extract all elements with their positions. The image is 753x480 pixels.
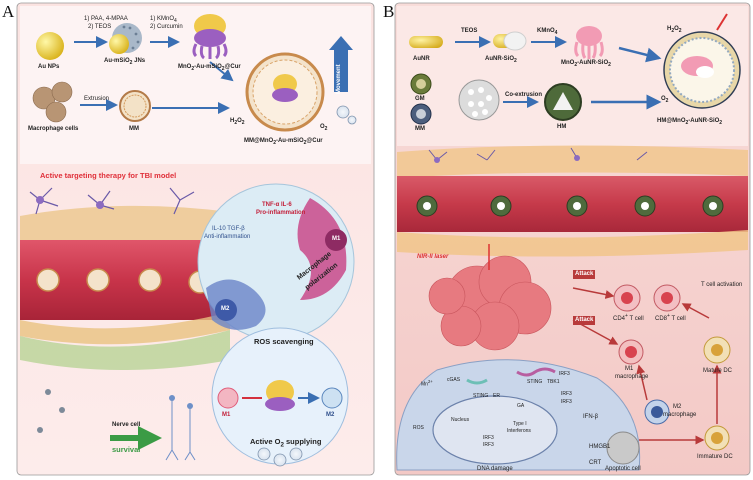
kmno4-label: KMnO4 <box>537 28 558 37</box>
ros-scavenging-label: ROS scavenging <box>254 337 314 346</box>
au-np-icon <box>36 32 64 60</box>
apoptotic-label: Apoptotic cell <box>605 466 641 472</box>
gm-label: GM <box>415 96 425 102</box>
il10-label: IL-10 TGF-β <box>212 226 245 232</box>
panel-b-label: B <box>383 2 395 21</box>
active-targeting-title: Active targeting therapy for TBI model <box>40 171 177 180</box>
aunr-sio2-label: AuNR-SiO2 <box>485 56 517 65</box>
mno2-au-msio2-cur-icon <box>192 14 228 60</box>
sting-label-2: STING <box>527 379 543 385</box>
tnf-label: TNF-α IL-6 <box>262 202 292 208</box>
mm-label-b: MM <box>415 126 425 132</box>
panel-a-illustration <box>16 2 375 476</box>
m2-macrophage-line1: M2 <box>673 404 682 410</box>
ifnb-label: IFN-β <box>583 414 599 420</box>
mno2-aunr-icon <box>574 26 604 59</box>
irf3-label-c: IRF3 <box>561 399 572 405</box>
cd4-label: CD4+ T cell <box>613 313 644 322</box>
movement-label: Movement <box>336 64 342 94</box>
m2-macrophage-line2: macrophage <box>663 412 697 418</box>
panel-b: B TEOS KMnO4 AuNR AuNR-SiO2 MnO2-AuNR-Si… <box>377 0 753 480</box>
type1-line2: Interferons <box>507 428 531 434</box>
irf3-label-e: IRF3 <box>483 442 494 448</box>
crt-label: CRT <box>589 460 602 466</box>
irf3-label-d: IRF3 <box>483 435 494 441</box>
m2-bottom-label: M2 <box>326 412 335 418</box>
irf3-label-a: IRF3 <box>559 371 570 377</box>
hm-final-label: HM@MnO2-AuNR-SiO2 <box>657 118 723 127</box>
sting-label-1: STING <box>473 393 489 399</box>
hmgb1-label: HMGB1 <box>589 444 611 450</box>
nucleus-label: Nucleus <box>451 417 470 423</box>
macrophage-label: Macrophage cells <box>28 126 79 132</box>
t-activation-label: T cell activation <box>701 282 743 288</box>
attack-label-1: Attack <box>573 270 596 279</box>
cd8-label: CD8+ T cell <box>655 313 686 322</box>
er-label: ER <box>493 393 500 399</box>
irf3-label-b: IRF3 <box>561 391 572 397</box>
mm-label: MM <box>129 126 139 132</box>
panel-a: A Au NPs 1) PAA, 4-MPAA 2) TEOS Au-mSiO2… <box>0 0 376 480</box>
cgas-label: cGAS <box>447 377 461 383</box>
aunr-label: AuNR <box>413 56 430 62</box>
au-msio2-label: Au-mSiO2 JNs <box>104 58 146 67</box>
type1-line1: Type I <box>513 421 527 427</box>
nerve-line2: survival <box>112 445 141 454</box>
immature-dc-label: Immature DC <box>697 454 733 460</box>
step1-line2: 2) TEOS <box>88 24 112 30</box>
mno2-cur-label: MnO2-Au-mSiO2@Cur <box>178 64 241 73</box>
panel-b-illustration <box>394 2 751 476</box>
o2-label: O2 <box>320 124 328 133</box>
h2o2-label-b: H2O2 <box>667 26 682 35</box>
nerve-line1: Nerve cell <box>112 422 141 428</box>
m1-top-label: M1 <box>332 236 341 242</box>
tumor-icon <box>428 255 552 351</box>
macrophage-cells-icon <box>32 81 73 123</box>
mn-label: Mn2+ <box>421 379 433 388</box>
step1-line1: 1) PAA, 4-MPAA <box>84 16 128 22</box>
mature-dc-label: Mature DC <box>703 368 733 374</box>
pro-inflammation-label: Pro-inflammation <box>256 210 306 216</box>
step2-line2: 2) Curcumin <box>150 24 183 30</box>
panel-a-label: A <box>2 2 15 21</box>
m1-macrophage-line1: M1 <box>625 366 634 372</box>
mno2-aunr-label: MnO2-AuNR-SiO2 <box>561 60 611 69</box>
ga-label: GA <box>517 403 525 409</box>
step2-line1: 1) KMnO4 <box>150 16 177 25</box>
m2-top-label: M2 <box>221 306 230 312</box>
teos-label: TEOS <box>461 28 478 34</box>
nir-label: NIR-II laser <box>417 254 449 260</box>
active-o2-label: Active O2 supplying <box>250 437 322 449</box>
au-nps-label: Au NPs <box>38 64 60 70</box>
h2o2-label: H2O2 <box>230 118 245 127</box>
ros-label-b: ROS <box>413 425 424 431</box>
final-particle-label: MM@MnO2-Au-mSiO2@Cur <box>244 138 323 147</box>
tbk1-label: TBK1 <box>547 379 560 385</box>
extrusion-label: Extrusion <box>84 96 110 102</box>
coextrusion-label: Co-extrusion <box>505 92 543 98</box>
attack-label-2: Attack <box>573 316 596 325</box>
dna-damage-label: DNA damage <box>477 466 513 472</box>
m1-macrophage-line2: macrophage <box>615 374 649 380</box>
m1-bottom-label: M1 <box>222 412 231 418</box>
anti-inflammation-label: Anti-inflammation <box>204 234 251 240</box>
hm-label: HM <box>557 124 567 130</box>
o2-label-b: O2 <box>661 96 669 105</box>
